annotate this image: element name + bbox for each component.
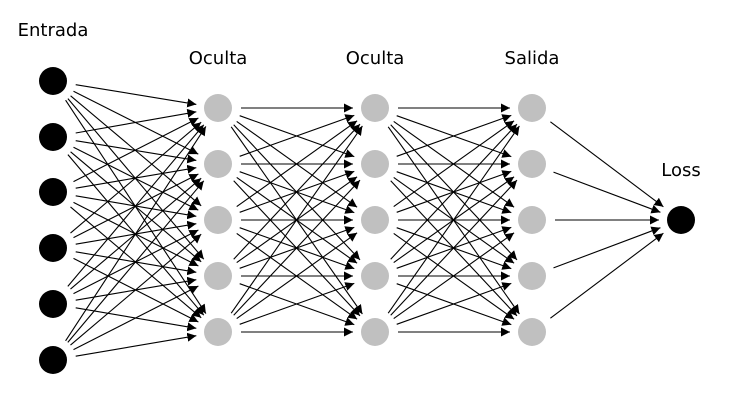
layer-label-oculta-1: Oculta: [189, 48, 248, 69]
node-oculta-2-3: [361, 262, 389, 290]
edge-salida-1-to-loss-0: [553, 171, 661, 214]
layer-label-salida: Salida: [505, 48, 560, 69]
node-salida-4: [518, 318, 546, 346]
edge-entrada-2-to-oculta-1-0: [73, 117, 199, 183]
edge-salida-0-to-loss-0: [550, 121, 664, 208]
edge-entrada-4-to-oculta-1-0: [67, 124, 205, 287]
layer-label-entrada: Entrada: [18, 20, 89, 41]
node-entrada-3: [39, 234, 67, 262]
node-loss-0: [667, 206, 695, 234]
edge-entrada-1-to-oculta-1-2: [73, 146, 199, 211]
node-salida-3: [518, 262, 546, 290]
edge-oculta-1-4-to-oculta-2-0: [230, 125, 363, 314]
edge-oculta-2-4-to-salida-2: [393, 232, 515, 320]
edge-oculta-2-1-to-salida-0: [396, 114, 512, 157]
edge-entrada-5-to-oculta-1-0: [65, 126, 207, 342]
edge-entrada-0-to-oculta-1-0: [75, 84, 197, 108]
node-oculta-1-4: [204, 318, 232, 346]
layer-label-loss: Loss: [661, 160, 700, 181]
node-salida-2: [518, 206, 546, 234]
edge-entrada-5-to-oculta-1-1: [67, 180, 205, 343]
edge-entrada-5-to-oculta-1-2: [70, 233, 202, 346]
edge-oculta-1-1-to-oculta-2-0: [239, 114, 355, 157]
edge-oculta-2-4-to-salida-1: [390, 179, 518, 316]
node-entrada-1: [39, 123, 67, 151]
node-salida-0: [518, 94, 546, 122]
node-oculta-2-2: [361, 206, 389, 234]
node-entrada-2: [39, 178, 67, 206]
edge-entrada-1-to-oculta-1-4: [67, 154, 205, 316]
edge-entrada-5-to-oculta-1-3: [73, 285, 199, 351]
edge-oculta-1-4-to-oculta-2-2: [236, 232, 358, 320]
node-entrada-5: [39, 346, 67, 374]
node-oculta-2-1: [361, 150, 389, 178]
edge-entrada-5-to-oculta-1-4: [75, 332, 197, 357]
edge-salida-3-to-loss-0: [553, 226, 661, 269]
edge-oculta-1-2-to-oculta-2-0: [236, 120, 358, 208]
nodes: [39, 67, 695, 374]
node-oculta-2-4: [361, 318, 389, 346]
node-oculta-1-0: [204, 94, 232, 122]
edge-oculta-2-2-to-salida-0: [393, 120, 515, 208]
edge-oculta-2-4-to-salida-0: [387, 125, 520, 314]
node-entrada-0: [39, 67, 67, 95]
edge-oculta-2-4-to-salida-3: [396, 282, 512, 325]
edge-oculta-1-4-to-oculta-2-1: [233, 179, 361, 316]
edge-entrada-1-to-oculta-1-3: [70, 151, 202, 263]
node-oculta-2-0: [361, 94, 389, 122]
edge-oculta-2-3-to-salida-0: [390, 123, 518, 260]
connections: [65, 84, 664, 357]
node-oculta-1-2: [204, 206, 232, 234]
node-entrada-4: [39, 290, 67, 318]
edge-entrada-3-to-oculta-1-0: [70, 121, 202, 234]
node-salida-1: [518, 150, 546, 178]
edge-entrada-1-to-oculta-1-0: [75, 108, 197, 134]
edge-salida-4-to-loss-0: [550, 232, 664, 319]
edge-oculta-1-3-to-oculta-2-0: [233, 123, 361, 260]
layer-label-oculta-2: Oculta: [346, 48, 405, 69]
node-oculta-1-1: [204, 150, 232, 178]
edge-oculta-1-4-to-oculta-2-3: [239, 282, 355, 325]
node-oculta-1-3: [204, 262, 232, 290]
